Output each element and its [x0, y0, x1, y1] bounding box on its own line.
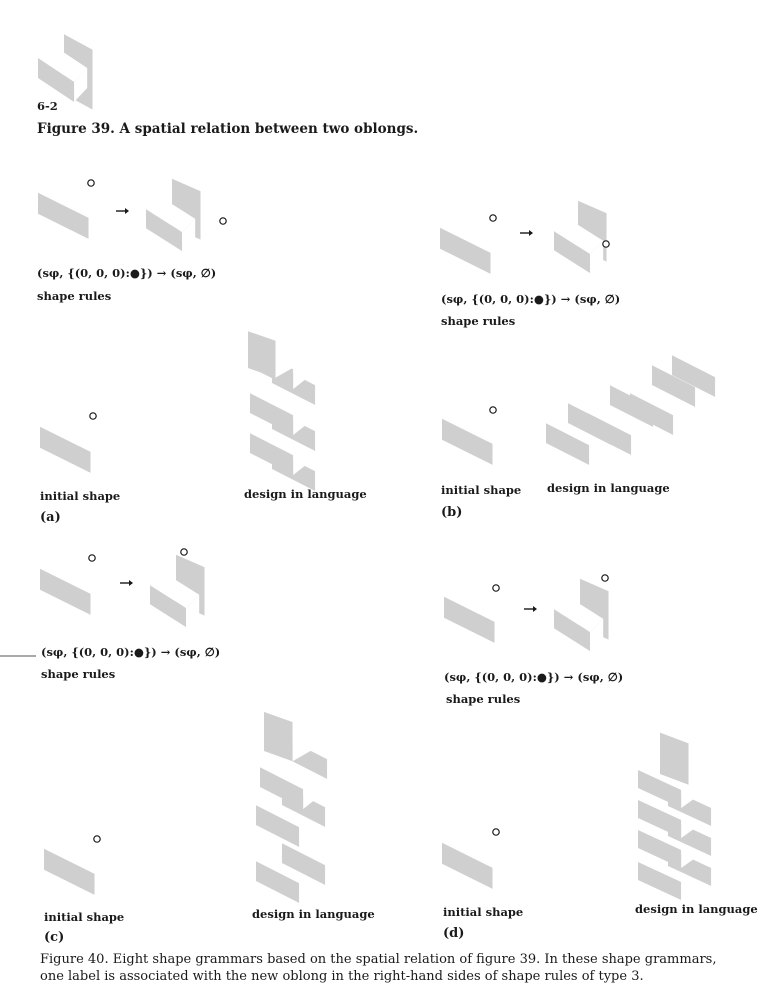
panel-d-right-arrow-icon	[524, 606, 537, 612]
panel-c-initial-oblong	[44, 834, 113, 895]
panel-b-rule-right-pair	[554, 186, 627, 273]
panel-a-rule-left-oblong	[38, 178, 107, 239]
panel-a-initial-oblong	[40, 412, 109, 473]
panel-b-right-arrow-icon	[520, 230, 533, 236]
panel-b-rule-left-oblong	[440, 213, 509, 274]
panel-a-rule-right-pair	[146, 164, 226, 251]
panel-a-design-stack	[248, 320, 332, 491]
panel-d-design-stack	[638, 720, 728, 900]
panel-c-right-arrow-icon	[120, 580, 133, 586]
panel-d-rule-left-oblong	[444, 582, 513, 643]
panel-b-initial-oblong	[442, 404, 511, 465]
panel-b-design-chain	[546, 342, 732, 465]
panel-c-rule-right-pair	[150, 540, 225, 627]
panel-d-initial-oblong	[442, 828, 511, 889]
panel-c-rule-left-oblong	[40, 554, 109, 615]
panel-a-right-arrow-icon	[116, 208, 129, 214]
panel-c-design-stack	[256, 700, 344, 903]
figure-39-oblong-pair	[38, 16, 113, 110]
panel-d-rule-right-pair	[554, 564, 629, 651]
